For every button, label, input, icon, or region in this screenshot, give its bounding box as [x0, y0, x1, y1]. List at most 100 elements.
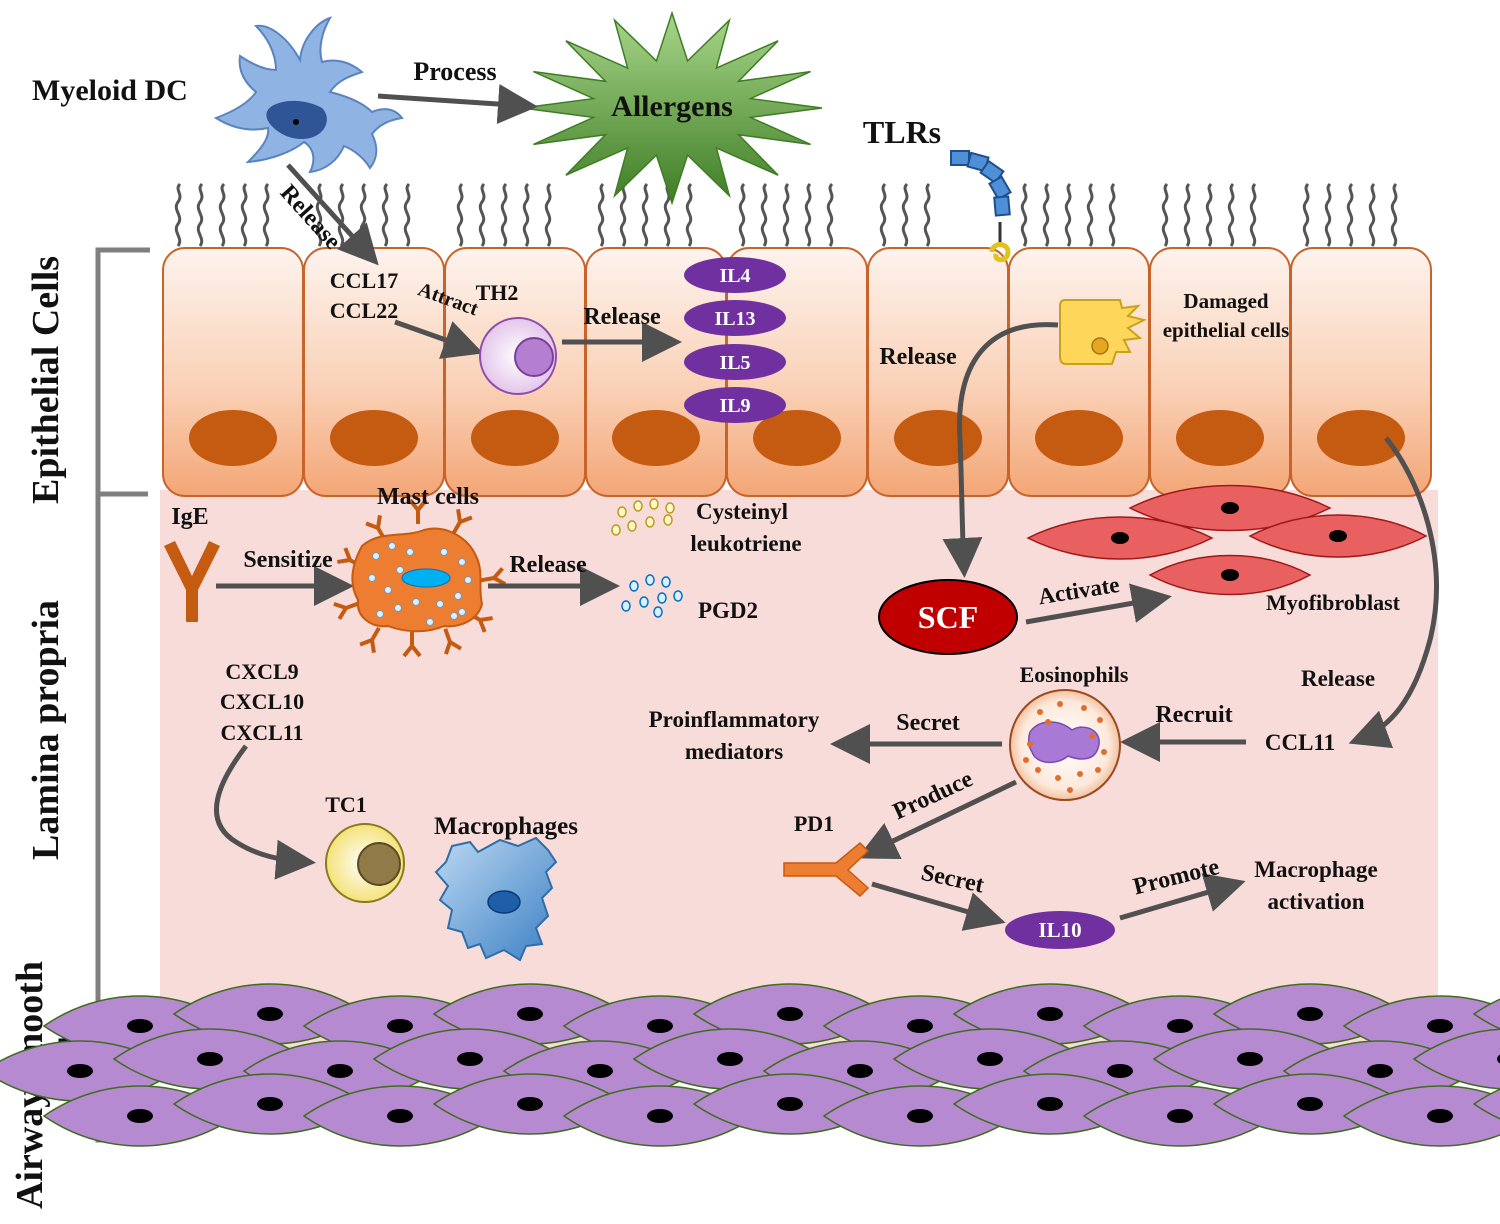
il9-cytokine	[684, 387, 786, 423]
eosinophil-granule	[1081, 705, 1087, 711]
eosinophil-granule	[1067, 787, 1073, 793]
mast-receptor	[408, 498, 428, 524]
pgd2-molecule	[653, 606, 663, 618]
cilium	[1161, 182, 1169, 247]
cilium	[174, 182, 182, 247]
cysteinyl-label-line2: leukotriene	[690, 531, 801, 556]
granule	[396, 566, 404, 574]
mast-receptor	[443, 628, 462, 655]
cilium	[1086, 182, 1094, 247]
eosinophil-granule	[1055, 775, 1061, 781]
pgd2-molecule	[673, 590, 683, 602]
ige-label: IgE	[171, 504, 208, 530]
granule	[458, 608, 466, 616]
cilium	[738, 182, 746, 247]
il13-label: IL13	[714, 308, 755, 330]
cilium	[826, 182, 834, 247]
secret-eos-label: Secret	[896, 710, 960, 736]
pd1-label: PD1	[794, 811, 834, 836]
cilium	[685, 182, 693, 247]
epithelial-nucleus	[1035, 410, 1123, 466]
pgd2-molecule	[645, 574, 655, 586]
eosinophil-granule	[1057, 701, 1063, 707]
region-label-lamina: Lamina propria	[25, 600, 67, 860]
cilium	[1368, 182, 1376, 247]
damaged-label-line1: Damaged	[1183, 289, 1268, 313]
cilium	[1390, 182, 1398, 247]
granule	[454, 592, 462, 600]
eosinophil-granule	[1035, 767, 1041, 773]
epithelial-nucleus	[471, 410, 559, 466]
cilium	[1108, 182, 1116, 247]
arrow-activate	[1025, 583, 1172, 625]
myofibroblast-cell	[1248, 514, 1428, 558]
leukotriene-molecule	[617, 506, 627, 518]
leukotriene-molecule	[665, 502, 675, 514]
cilium	[196, 182, 204, 247]
damaged-epithelial-cell	[1059, 299, 1147, 365]
eosinophil-granule	[1101, 749, 1107, 755]
ccl17-label: CCL17	[330, 268, 398, 293]
eosinophil-granule	[1097, 717, 1103, 723]
cxcl10-label: CXCL10	[220, 689, 304, 714]
epithelial-nucleus	[753, 410, 841, 466]
granule	[440, 548, 448, 556]
cxcl11-label: CXCL11	[220, 720, 303, 745]
cilium	[1302, 182, 1310, 247]
macrophage-activation-line1: Macrophage	[1254, 857, 1378, 882]
eosinophil-granule	[1027, 741, 1033, 747]
cxcl9-label: CXCL9	[225, 659, 298, 684]
smooth-muscle-cell	[1412, 1028, 1500, 1090]
leukotriene-molecule	[645, 516, 655, 528]
cilium	[456, 182, 464, 247]
myofibroblast-label: Myofibroblast	[1266, 590, 1401, 615]
pgd2-label: PGD2	[698, 598, 758, 623]
arrow-attract	[394, 319, 484, 359]
leukotriene-molecule	[633, 500, 643, 512]
release-th2-label: Release	[583, 304, 661, 330]
allergen-shape	[521, 10, 823, 206]
granule	[368, 574, 376, 582]
arrow-produce	[856, 779, 1018, 860]
release-ccl11-label: Release	[1301, 666, 1375, 691]
pd1-receptor	[783, 841, 870, 898]
cilium	[315, 182, 323, 247]
arrow-process	[377, 84, 538, 124]
cilium	[1324, 182, 1332, 247]
il13-cytokine	[684, 300, 786, 336]
tlr-segment	[950, 150, 970, 166]
granule	[384, 586, 392, 594]
epithelial-nucleus	[330, 410, 418, 466]
cilium	[544, 182, 552, 247]
epithelial-cell-row	[162, 247, 1432, 497]
leukotriene-molecule	[627, 520, 637, 532]
il9-label: IL9	[719, 395, 750, 417]
epithelial-nucleus	[894, 410, 982, 466]
cilium	[262, 182, 270, 247]
macrophages-label: Macrophages	[434, 813, 578, 840]
tlr-receptor	[950, 150, 1012, 263]
proinflammatory-label-line1: Proinflammatory	[649, 707, 820, 732]
cilium	[1346, 182, 1354, 247]
cilium	[1227, 182, 1235, 247]
granule	[388, 542, 396, 550]
myeloid-dc-cell	[213, 16, 404, 174]
mast-cell	[333, 498, 507, 658]
scf-label: SCF	[918, 599, 978, 635]
cilium	[597, 182, 605, 247]
il10-cytokine	[1005, 911, 1115, 949]
cilium	[1064, 182, 1072, 247]
mast-receptor	[359, 626, 381, 653]
damaged-label-line2: epithelial cells	[1163, 318, 1290, 342]
arrow-release-ccl11	[1348, 436, 1439, 749]
leukotriene-molecule	[649, 498, 659, 510]
granule	[426, 618, 434, 626]
il5-cytokine	[684, 344, 786, 380]
tlrs-label: TLRs	[863, 114, 941, 150]
cilium	[879, 182, 887, 247]
cysteinyl-leukotriene-molecules	[611, 498, 675, 536]
scf-molecule	[878, 579, 1018, 655]
cilium	[478, 182, 486, 247]
tc1-label: TC1	[325, 792, 367, 817]
epithelial-nucleus	[189, 410, 277, 466]
